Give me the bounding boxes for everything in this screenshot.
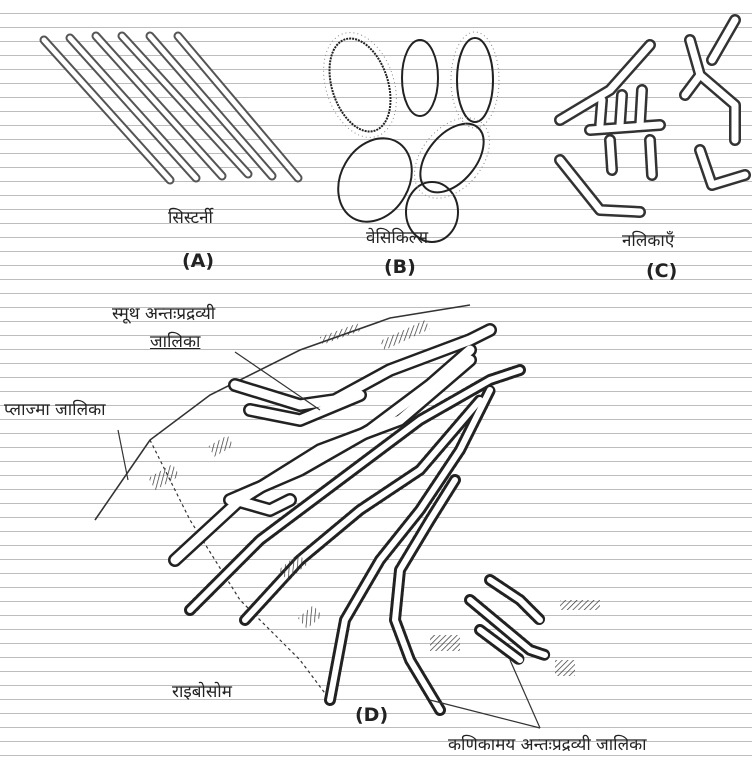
label-smooth-er-line1: स्मूथ अन्तःप्रद्रव्यी	[112, 306, 215, 323]
panel-letter-a: (A)	[182, 252, 214, 271]
label-smooth-er-line2: जालिका	[150, 334, 200, 351]
label-plasma-membrane: प्लाज्मा जालिका	[4, 402, 106, 419]
label-rough-er: कणिकामय अन्तःप्रद्रव्यी जालिका	[448, 737, 647, 754]
label-ribosome: राइबोसोम	[172, 684, 232, 701]
panel-letter-c: (C)	[646, 262, 677, 281]
tubules-drawing	[560, 20, 745, 212]
caption-tubules: नलिकाएँ	[622, 233, 674, 250]
panel-letter-d: (D)	[355, 706, 388, 725]
caption-cisternae: सिस्टर्नी	[168, 210, 213, 227]
panel-letter-b: (B)	[384, 258, 416, 277]
cisternae-drawing	[44, 36, 298, 180]
cell-section-drawing	[95, 305, 600, 728]
caption-vesicles: वेसिकिल्स	[366, 230, 428, 247]
vesicles-drawing	[311, 23, 505, 242]
